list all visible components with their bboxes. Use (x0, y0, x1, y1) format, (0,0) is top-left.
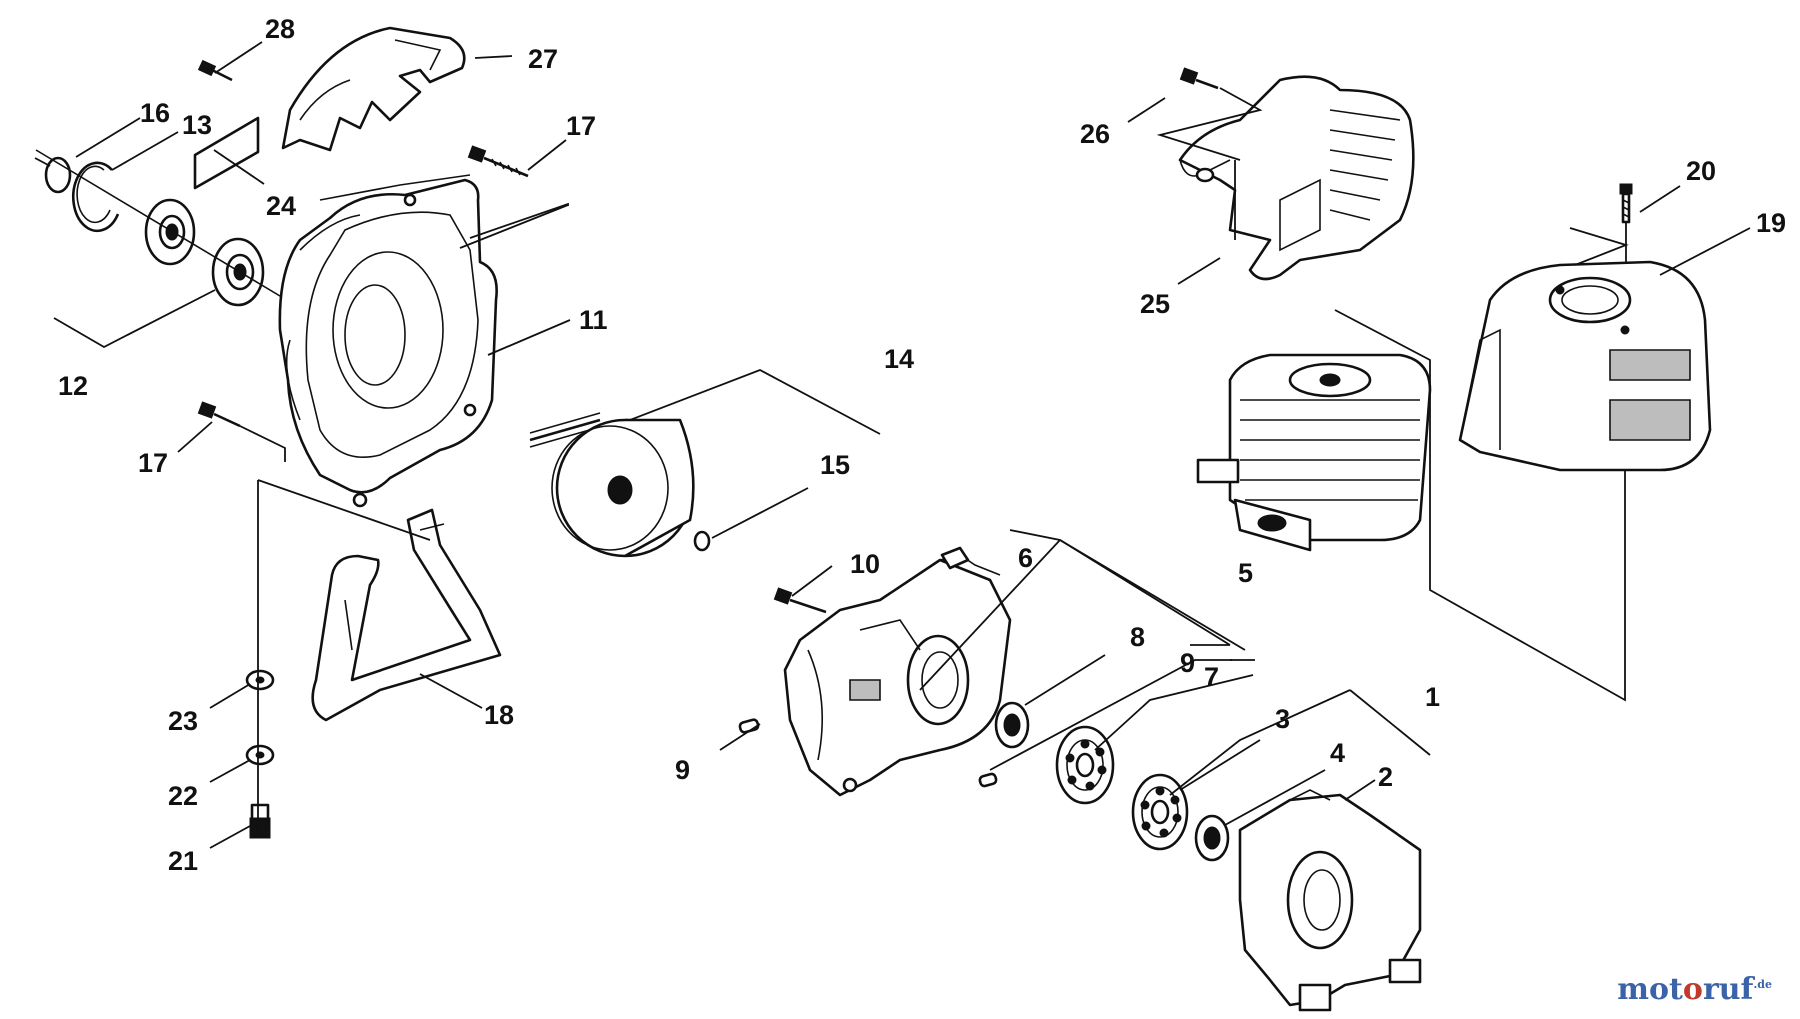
label-27: 27 (528, 44, 558, 74)
part-25-engine-cover (1178, 75, 1415, 281)
part-28-screw (197, 59, 233, 82)
label-11: 11 (579, 305, 608, 335)
label-5: 5 (1238, 558, 1253, 588)
label-22: 22 (168, 781, 198, 811)
label-1: 1 (1425, 682, 1440, 712)
label-20: 20 (1686, 156, 1716, 186)
part-19-cylinder-cover (1458, 260, 1712, 472)
label-26: 26 (1080, 119, 1110, 149)
part-6-crankcase-half (783, 546, 1012, 797)
label-9-left: 9 (675, 755, 690, 785)
part-18-handle-bracket (311, 508, 502, 722)
part-9-dowel-pin-right (978, 772, 998, 788)
label-6: 6 (1018, 543, 1033, 573)
part-3-ball-bearing (1131, 773, 1189, 851)
label-8: 8 (1130, 622, 1145, 652)
part-2-crankcase-half (1238, 789, 1422, 1012)
part-5-cylinder (1196, 353, 1432, 552)
part-22-lock-washer (245, 744, 275, 766)
part-24-label-plate (193, 116, 260, 190)
part-7-ball-bearing (1055, 725, 1115, 805)
part-21-bolt (249, 803, 271, 839)
label-17-upper: 17 (566, 111, 596, 141)
part-12-bearing-inner (211, 237, 265, 307)
label-28: 28 (265, 14, 295, 44)
label-23: 23 (168, 706, 198, 736)
label-9-right: 9 (1180, 648, 1195, 678)
label-7: 7 (1204, 662, 1219, 692)
part-15-o-ring (693, 530, 711, 552)
label-25: 25 (1140, 289, 1170, 319)
label-21: 21 (168, 846, 198, 876)
label-15: 15 (820, 450, 850, 480)
label-12: 12 (58, 371, 88, 401)
part-16-snap-ring (34, 156, 72, 194)
label-16: 16 (140, 98, 170, 128)
part-27-fan-cover (281, 26, 466, 152)
part-17-screw-upper (467, 145, 529, 178)
label-13: 13 (182, 110, 212, 140)
label-4: 4 (1330, 738, 1345, 768)
part-12-bearing-outer (144, 198, 196, 266)
part-11-fan-housing (278, 174, 498, 508)
label-24: 24 (266, 191, 296, 221)
part-13-circlip (72, 161, 120, 233)
part-17-screw-lower (197, 401, 241, 428)
part-14-clutch-drum (529, 412, 695, 558)
part-4-oil-seal (1194, 814, 1230, 862)
label-14: 14 (884, 344, 914, 374)
label-10: 10 (850, 549, 880, 579)
label-19: 19 (1756, 208, 1786, 238)
label-2: 2 (1378, 762, 1393, 792)
part-8-oil-seal (994, 701, 1030, 749)
part-23-washer (245, 669, 275, 691)
label-3: 3 (1275, 704, 1290, 734)
part-26-screw (1179, 67, 1219, 90)
motoruf-watermark-logo: motoruf.de (1617, 972, 1772, 1007)
part-20-screw (1619, 183, 1633, 224)
part-10-screw (773, 587, 827, 614)
label-18: 18 (484, 700, 514, 730)
label-17-lower: 17 (138, 448, 168, 478)
